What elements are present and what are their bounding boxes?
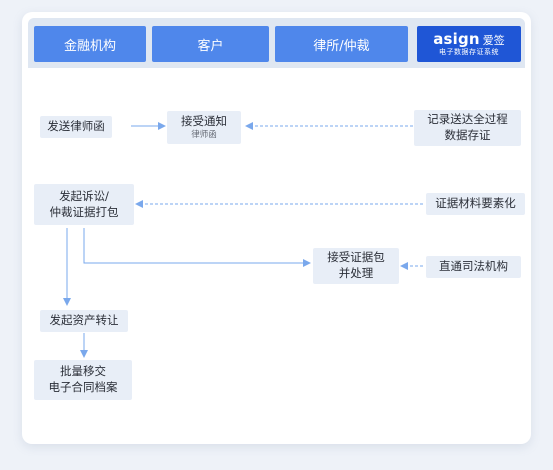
brand-logo: asign 爱签 <box>433 31 505 48</box>
column-brand: asign 爱签 电子数据存证系统 <box>417 26 521 62</box>
brand-name-cn: 爱签 <box>482 33 505 47</box>
node-receive-notice: 接受通知 律师函 <box>167 111 241 144</box>
node-launch-line2: 仲裁证据打包 <box>49 204 119 219</box>
column-finance: 金融机构 <box>34 26 146 62</box>
node-transfer-label: 发起资产转让 <box>49 313 119 328</box>
node-accept-pack-line2: 并处理 <box>338 266 374 280</box>
node-batch-line2: 电子合同档案 <box>48 380 118 394</box>
node-launch-line1: 发起诉讼/ <box>59 188 109 203</box>
brand-name-en: asign <box>433 29 480 48</box>
node-evidence-label: 证据材料要素化 <box>435 196 516 211</box>
node-accept-pack-line1: 接受证据包 <box>327 250 385 265</box>
arrow-launch-to-accept <box>83 228 311 267</box>
node-send-letter: 发送律师函 <box>40 116 112 138</box>
node-launch: 发起诉讼/ 仲裁证据打包 <box>34 184 134 225</box>
node-direct-label: 直通司法机构 <box>439 259 508 274</box>
brand-subtitle: 电子数据存证系统 <box>439 48 499 57</box>
node-transfer: 发起资产转让 <box>40 310 128 332</box>
node-batch-line1: 批量移交 <box>60 364 106 379</box>
node-receive-notice-sub: 律师函 <box>191 130 217 141</box>
node-receive-notice-title: 接受通知 <box>181 113 227 128</box>
node-record: 记录送达全过程 数据存证 <box>414 110 521 146</box>
node-record-line2: 数据存证 <box>444 128 491 142</box>
node-send-letter-label: 发送律师函 <box>47 119 105 134</box>
node-record-line1: 记录送达全过程 <box>427 112 508 127</box>
node-evidence: 证据材料要素化 <box>426 193 525 215</box>
node-batch: 批量移交 电子合同档案 <box>34 360 132 400</box>
node-accept-pack: 接受证据包 并处理 <box>313 248 399 284</box>
node-direct: 直通司法机构 <box>426 256 521 278</box>
column-client: 客户 <box>152 26 269 62</box>
column-law: 律所/仲裁 <box>275 26 408 62</box>
